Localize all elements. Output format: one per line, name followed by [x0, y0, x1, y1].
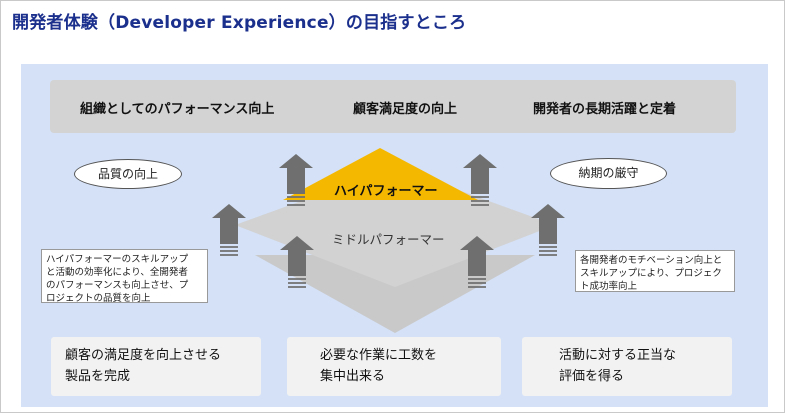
goals-band — [50, 80, 736, 133]
goal-developer-retention: 開発者の長期活躍と定着 — [533, 102, 677, 117]
up-arrow-icon — [211, 203, 247, 256]
page-title: 開発者体験（Developer Experience）の目指すところ — [12, 13, 467, 33]
base-triangle — [255, 255, 535, 333]
left-note: ハイパフォーマーのスキルアップ と活動の効率化により、全開発者 のパフォーマンス… — [41, 249, 208, 304]
goal-customer-satisfaction: 顧客満足度の向上 — [353, 102, 458, 117]
goal-organization-performance: 組織としてのパフォーマンス向上 — [80, 102, 275, 117]
middle-performer-label: ミドルパフォーマー — [332, 232, 445, 247]
benefit-box-customer: 顧客の満足度を向上させる 製品を完成 — [51, 337, 261, 396]
high-performer-layer — [283, 148, 478, 200]
benefit-box-workload: 必要な作業に工数を 集中出来る — [287, 337, 501, 396]
benefit-box-evaluation: 活動に対する正当な 評価を得る — [522, 337, 732, 396]
delivery-oval: 納期の厳守 — [550, 158, 667, 189]
high-performer-label: ハイパフォーマー — [334, 184, 438, 199]
right-note: 各開発者のモチベーション向上と スキルアップにより、プロジェク ト成功率向上 — [575, 250, 735, 292]
quality-oval: 品質の向上 — [74, 159, 182, 189]
